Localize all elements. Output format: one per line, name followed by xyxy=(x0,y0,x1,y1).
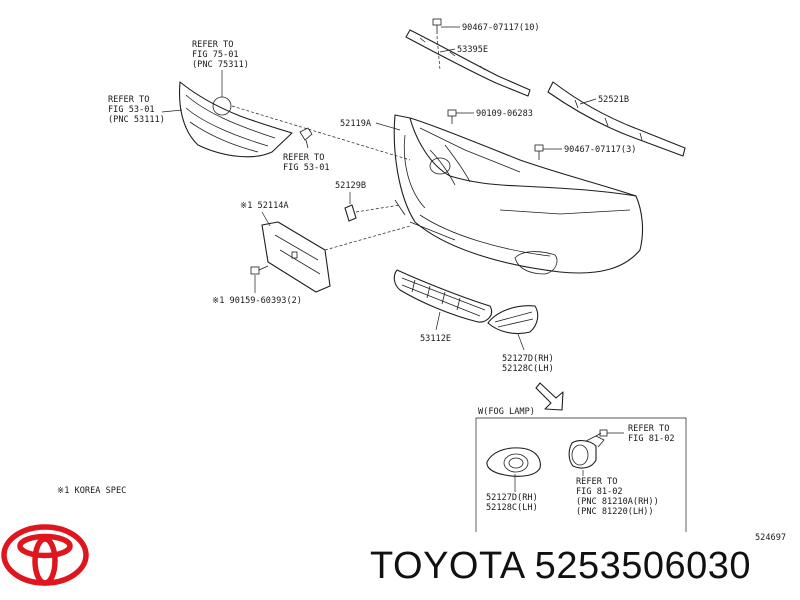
toyota-logo-icon xyxy=(1,524,89,586)
label-fog-ref-lamp-line-4: (PNC 81220(LH)) xyxy=(576,507,654,517)
bumper-cover-52119A xyxy=(393,114,644,275)
cap-52129B-icon xyxy=(344,204,357,222)
fog-lamp-group-frame xyxy=(475,417,687,532)
label-grille-ref-2-line-1: REFER TO xyxy=(108,95,149,105)
footnote: ※1 KOREA SPEC xyxy=(57,486,126,496)
label-53112E: 53112E xyxy=(420,334,451,344)
label-fog-title: W(FOG LAMP) xyxy=(478,407,535,417)
label-bolt-top: 90467-07117(10) xyxy=(462,23,540,33)
label-52521B: 52521B xyxy=(598,95,629,105)
label-bezel-lower-rh: 52127D(RH) xyxy=(486,493,538,503)
label-bezel-upper-rh: 52127D(RH) xyxy=(502,354,554,364)
label-grille-ref-1-line-2: FIG 75-01 xyxy=(192,50,239,60)
label-grille-ref-1-line-3: (PNC 75311) xyxy=(192,60,249,70)
clip-icon xyxy=(299,127,313,149)
bolt-right-icon xyxy=(534,144,544,160)
label-53395E: 53395E xyxy=(457,45,488,55)
license-bracket-52114A xyxy=(261,221,331,293)
brand-part-number: TOYOTA 5253506030 xyxy=(370,545,752,587)
label-grille-ref-1-line-1: REFER TO xyxy=(192,40,233,50)
label-grille-ref-2-line-3: (PNC 53111) xyxy=(108,115,165,125)
arrow-icon xyxy=(535,382,564,411)
fog-lamp-icon xyxy=(568,435,605,469)
label-fog-ref-top-line-1: REFER TO xyxy=(628,424,669,434)
label-clip-ref-line-1: REFER TO xyxy=(283,153,324,163)
label-bolt-right: 90467-07117(3) xyxy=(564,145,636,155)
label-90159: ※1 90159-60393(2) xyxy=(212,296,302,306)
label-bezel-lower-lh: 52128C(LH) xyxy=(486,503,538,513)
label-bezel-upper-lh: 52128C(LH) xyxy=(502,364,554,374)
image-code: 524697 xyxy=(755,533,786,543)
upper-retainer-53395E xyxy=(405,29,531,97)
bolt-top-icon xyxy=(432,18,442,34)
label-fog-ref-lamp-line-1: REFER TO xyxy=(576,477,617,487)
label-grille-ref-2-line-2: FIG 53-01 xyxy=(108,105,155,115)
screw-90109-icon xyxy=(447,109,457,124)
lower-grille-53112E xyxy=(393,269,493,323)
label-clip-ref-line-2: FIG 53-01 xyxy=(283,163,330,173)
label-fog-ref-top-line-2: FIG 81-02 xyxy=(628,434,675,444)
label-52119A: 52119A xyxy=(340,119,372,129)
fog-bezel-upper xyxy=(487,305,539,335)
screw-90159-icon xyxy=(250,265,269,275)
label-52114A: ※1 52114A xyxy=(240,201,289,211)
label-fog-ref-lamp-line-2: FIG 81-02 xyxy=(576,487,623,497)
fog-bezel-lower xyxy=(486,447,541,477)
label-fog-ref-lamp-line-3: (PNC 81210A(RH)) xyxy=(576,497,659,507)
fog-screw-icon xyxy=(595,429,608,437)
label-52129B: 52129B xyxy=(335,181,366,191)
side-retainer-52521B xyxy=(547,81,686,157)
label-90109: 90109-06283 xyxy=(476,109,533,119)
